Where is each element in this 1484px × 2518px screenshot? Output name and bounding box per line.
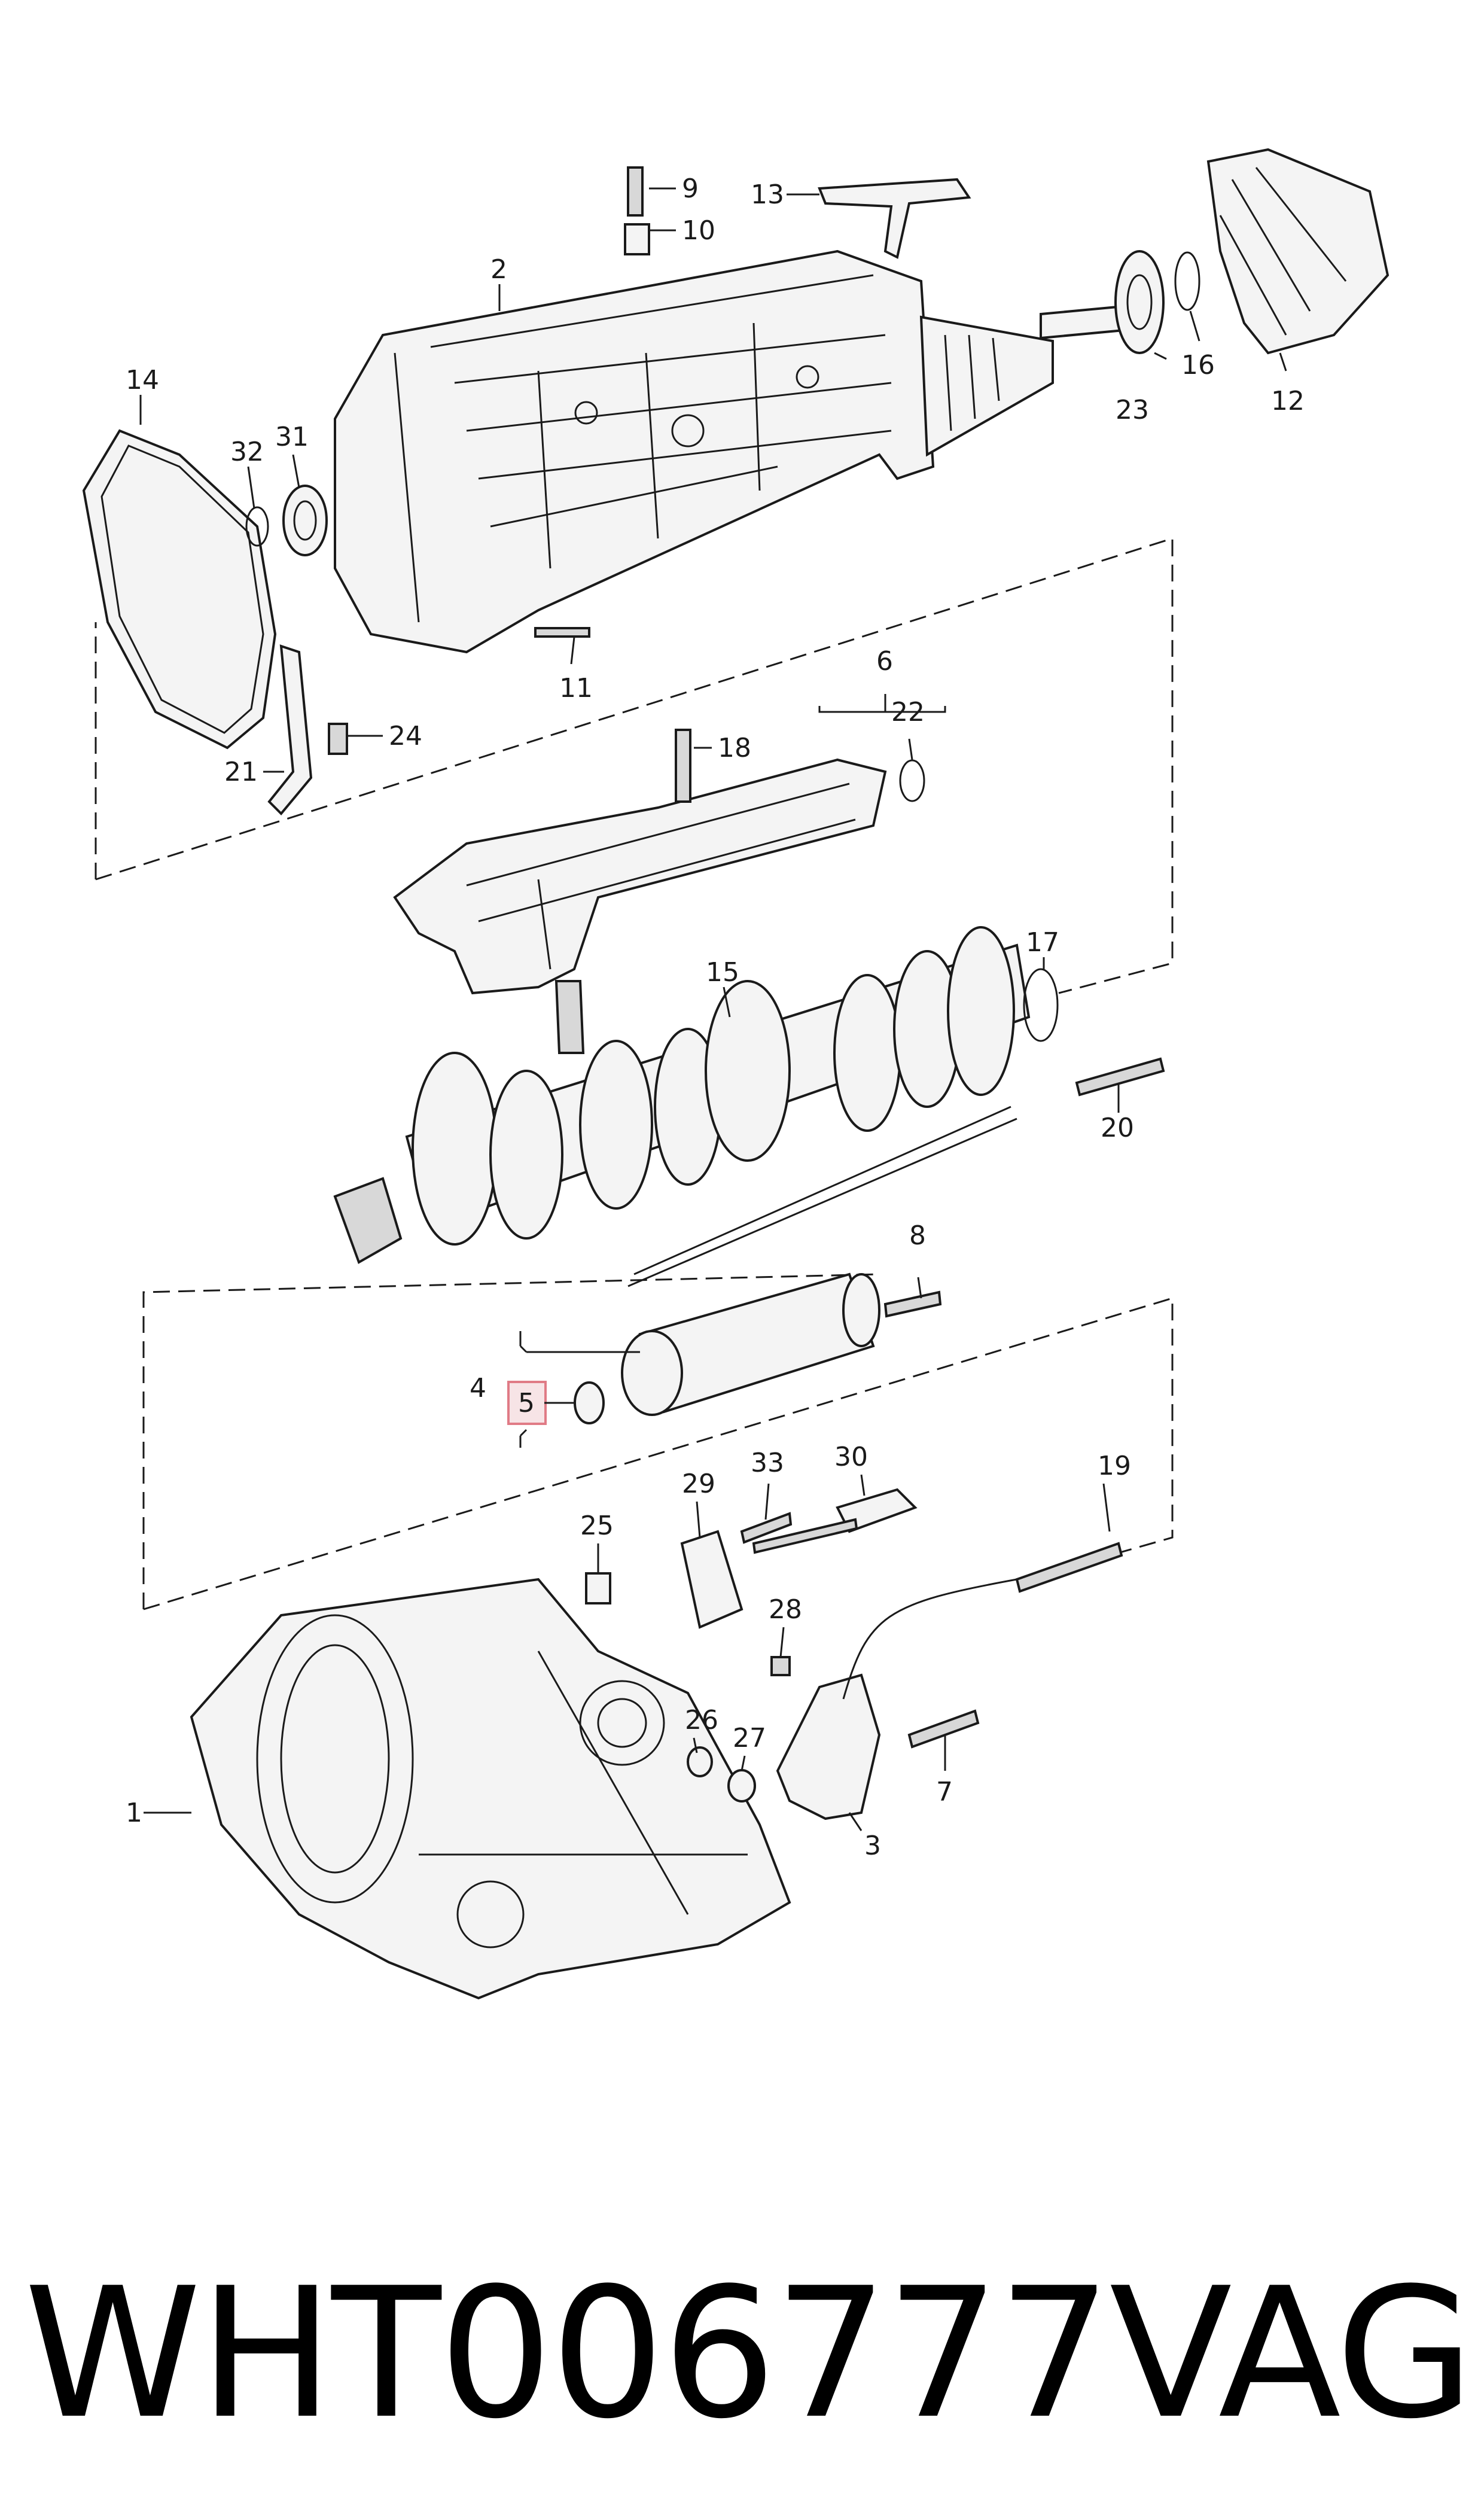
callout-20: 20 [1101, 1113, 1134, 1143]
callout-1: 1 [126, 1798, 142, 1828]
transmission-case-part [190, 1578, 791, 2000]
callout-25: 25 [580, 1511, 614, 1541]
callout-30: 30 [834, 1442, 868, 1472]
bearing-part [282, 485, 328, 556]
long-bolt-part-20 [1075, 1057, 1165, 1097]
control-unit-detail [466, 783, 856, 970]
callout-labels: 1 2 3 4 5 6 7 8 9 10 11 12 13 14 15 16 1… [126, 173, 1305, 1861]
control-unit-part [393, 758, 887, 995]
threaded-stud-part [554, 980, 585, 1054]
sleeve-part-10 [624, 223, 650, 255]
callout-3: 3 [864, 1831, 881, 1861]
rear-bearing-inner [1126, 274, 1153, 330]
exploded-parts-diagram: 1 2 3 4 5 6 7 8 9 10 11 12 13 14 15 16 1… [82, 148, 1389, 2000]
callout-9: 9 [682, 173, 699, 204]
bolt-part-7 [907, 1709, 980, 1749]
gear-shaft-assembly [333, 926, 1031, 1287]
filter-other-end [842, 1273, 880, 1347]
brand-label: VAG [1109, 2249, 1474, 2458]
footer-caption: WHT006777 VAG [24, 2213, 1474, 2495]
housing-gasket-part [82, 429, 277, 750]
callout-14: 14 [126, 365, 159, 395]
callout-13: 13 [751, 179, 784, 210]
circlip-part [245, 506, 269, 547]
callout-26: 26 [685, 1705, 718, 1735]
callout-18: 18 [718, 733, 751, 763]
rod-part-19 [1015, 1542, 1123, 1593]
lower-group-frame [142, 1273, 880, 1609]
pin-part-28 [770, 1656, 791, 1676]
callout-17: 17 [1026, 927, 1059, 958]
leader-lines [139, 187, 1287, 1831]
gear-circlip-part-17 [1023, 968, 1059, 1042]
bolt-part [534, 627, 590, 638]
callout-19: 19 [1098, 1451, 1131, 1481]
filter-end-cap [621, 1330, 683, 1416]
callout-32: 32 [230, 437, 264, 467]
bracket-part-29 [680, 1530, 743, 1629]
bracket-part [267, 644, 313, 815]
callout-5: 5 [518, 1388, 535, 1418]
bearing-inner [293, 500, 317, 541]
callout-2: 2 [490, 254, 507, 285]
rod-part-30 [752, 1518, 858, 1554]
callout-27: 27 [733, 1723, 766, 1753]
callout-6: 6 [876, 646, 893, 677]
bolt-part-33 [740, 1512, 793, 1544]
screw-part-9 [627, 166, 644, 217]
rear-circlip-part [1174, 251, 1200, 311]
selector-lever-part [818, 178, 971, 259]
bolt-part-24 [328, 723, 348, 755]
seal-part-26 [687, 1746, 713, 1777]
gasket-inner-edge [100, 444, 264, 734]
callout-4: 4 [470, 1373, 486, 1403]
cable-part [842, 1578, 1017, 1700]
callout-10: 10 [682, 215, 715, 246]
callout-12: 12 [1271, 386, 1305, 416]
bolt-part-8 [883, 1290, 942, 1318]
rear-bearing-part [1114, 250, 1165, 354]
callout-21: 21 [224, 757, 258, 787]
callout-8: 8 [909, 1220, 926, 1251]
highlight-marker-5 [507, 1381, 547, 1425]
bolt-part-18 [675, 729, 691, 803]
callout-11: 11 [559, 673, 593, 704]
transmission-housing-part [334, 249, 1138, 654]
rear-cover-part [1206, 148, 1389, 355]
callout-33: 33 [751, 1448, 784, 1478]
callout-28: 28 [769, 1594, 802, 1625]
lower-group-frame-right [143, 1296, 1174, 1610]
part-number-label: WHT006777 [24, 2249, 1112, 2458]
plug-part-25 [585, 1572, 611, 1604]
seal-part-27 [727, 1769, 756, 1803]
actuator-part-3 [776, 1673, 881, 1820]
callout-22: 22 [891, 697, 925, 727]
callout-23: 23 [1116, 395, 1149, 425]
seal-ring-part-5 [574, 1381, 605, 1424]
callout-29: 29 [682, 1469, 715, 1499]
upper-group-frame [95, 537, 1174, 994]
callout-15: 15 [706, 957, 739, 988]
callout-16: 16 [1181, 350, 1215, 380]
seal-ring-part-22 [899, 759, 925, 802]
callout-24: 24 [389, 721, 422, 751]
rear-cover-ribs [1219, 167, 1347, 336]
callout-7: 7 [936, 1777, 953, 1807]
callout-31: 31 [275, 422, 309, 452]
